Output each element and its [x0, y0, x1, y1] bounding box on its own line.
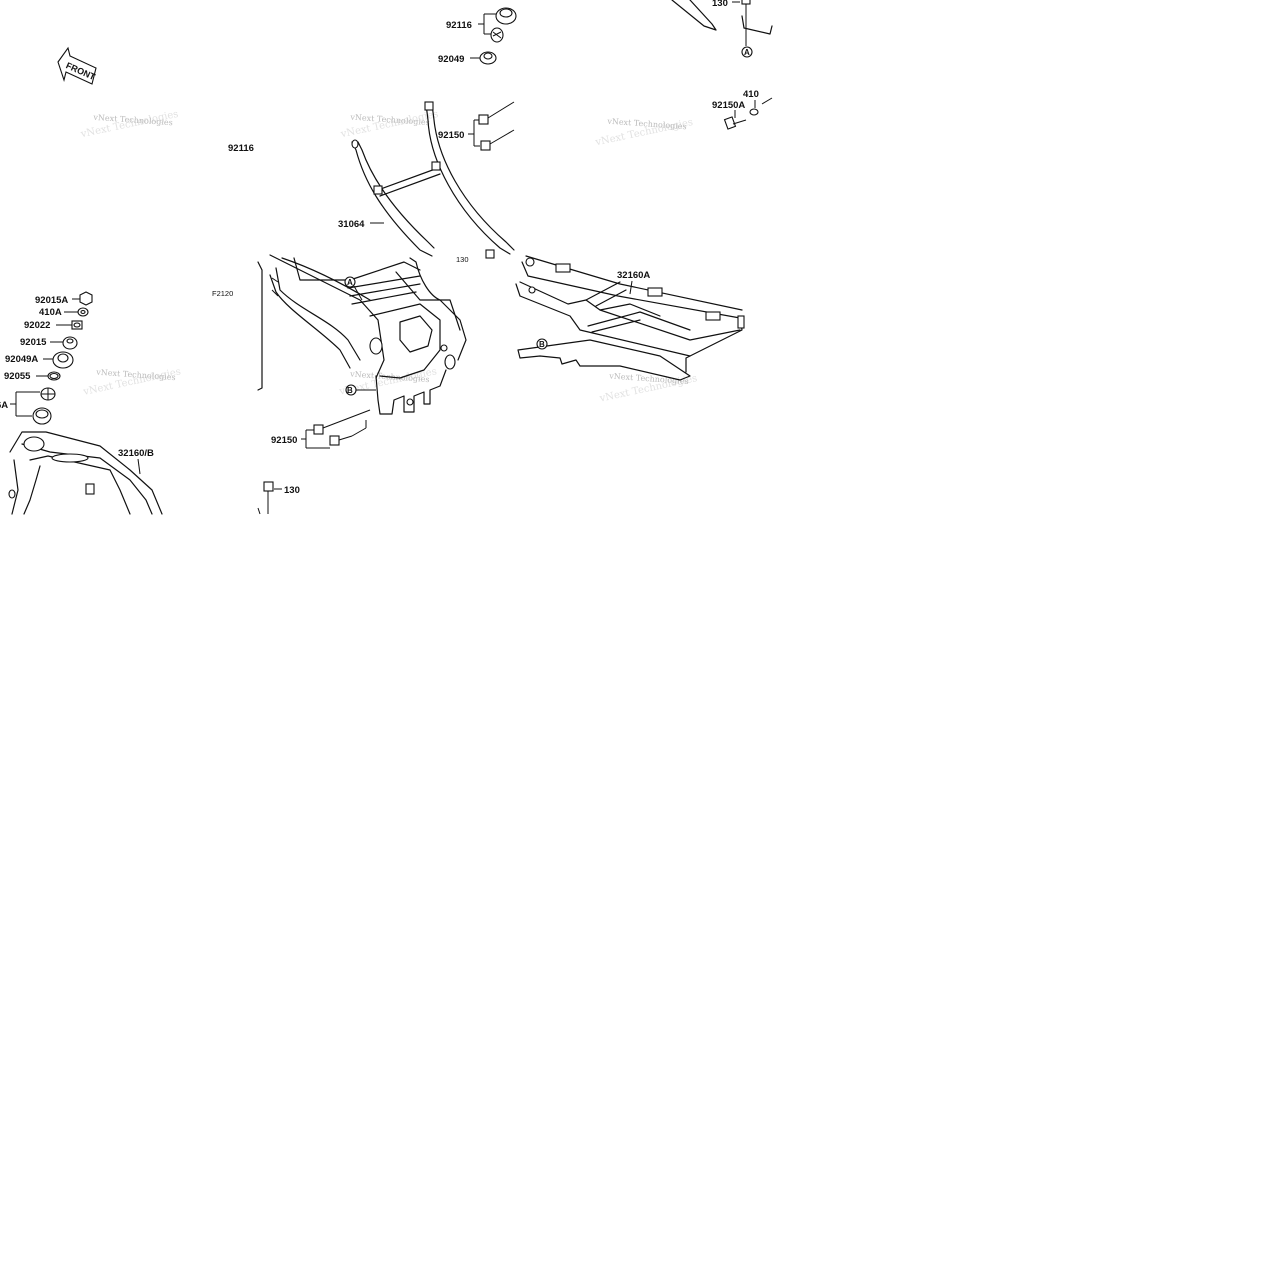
part-label-32160B: 32160/B — [118, 448, 154, 459]
part-31064-subframe: 31064 130 — [338, 101, 515, 264]
callout-a-top: A — [744, 48, 750, 57]
part-label-130-mid: 130 — [456, 255, 469, 264]
part-label-410: 410 — [743, 89, 759, 100]
part-label-92049: 92049 — [438, 54, 464, 65]
part-410-92150A: 410 92150A — [712, 89, 773, 130]
part-label-92150-low: 92150 — [271, 435, 297, 446]
part-label-130-low: 130 — [284, 485, 300, 496]
part-label-92150: 92150 — [438, 130, 464, 141]
part-label-410A: 410A — [39, 307, 62, 318]
callout-b-frame: B — [347, 386, 353, 395]
part-92015A: 92015A — [35, 291, 93, 306]
part-label-31064: 31064 — [338, 219, 365, 230]
part-92055: 92055 — [4, 371, 61, 382]
part-130-low: 130 — [257, 481, 300, 515]
watermarks: vNext Technologies vNext Technologies vN… — [79, 109, 698, 405]
part-92150-mid: 92150 — [438, 101, 515, 151]
main-frame-front: A B — [257, 254, 467, 415]
part-label-92150A: 92150A — [712, 100, 745, 111]
part-92150-low: 92150 — [271, 409, 371, 449]
callout-b-rear: B — [539, 340, 545, 349]
part-label-92116: 92116 — [446, 20, 472, 31]
part-92015: 92015 — [20, 336, 78, 350]
part-130-top: 130 A — [671, 0, 773, 58]
part-label-130: 130 — [712, 0, 728, 9]
part-label-92022: 92022 — [24, 320, 50, 331]
part-label-92049A: 92049A — [5, 354, 38, 365]
part-410A: 410A — [39, 307, 89, 318]
part-label-6A: 6A — [0, 400, 8, 411]
part-92022: 92022 — [24, 320, 83, 331]
callout-a-frame: A — [347, 278, 353, 287]
part-label-92015A: 92015A — [35, 295, 68, 306]
part-92049A: 92049A — [5, 351, 74, 369]
part-32160B-frame: 32160/B — [8, 431, 163, 515]
figure-code: F2120 — [212, 289, 233, 298]
part-32160A-rear-frame: 32160A B — [515, 255, 745, 381]
part-label-92116-left: 92116 — [228, 143, 254, 154]
part-92049-top: 92049 — [438, 51, 497, 65]
part-6A: 6A — [0, 387, 56, 425]
part-label-92055: 92055 — [4, 371, 31, 382]
front-arrow-icon: FRONT — [57, 46, 97, 85]
part-label-32160A: 32160A — [617, 270, 650, 281]
part-label-92015: 92015 — [20, 337, 47, 348]
part-92116-top: 92116 — [446, 7, 517, 43]
